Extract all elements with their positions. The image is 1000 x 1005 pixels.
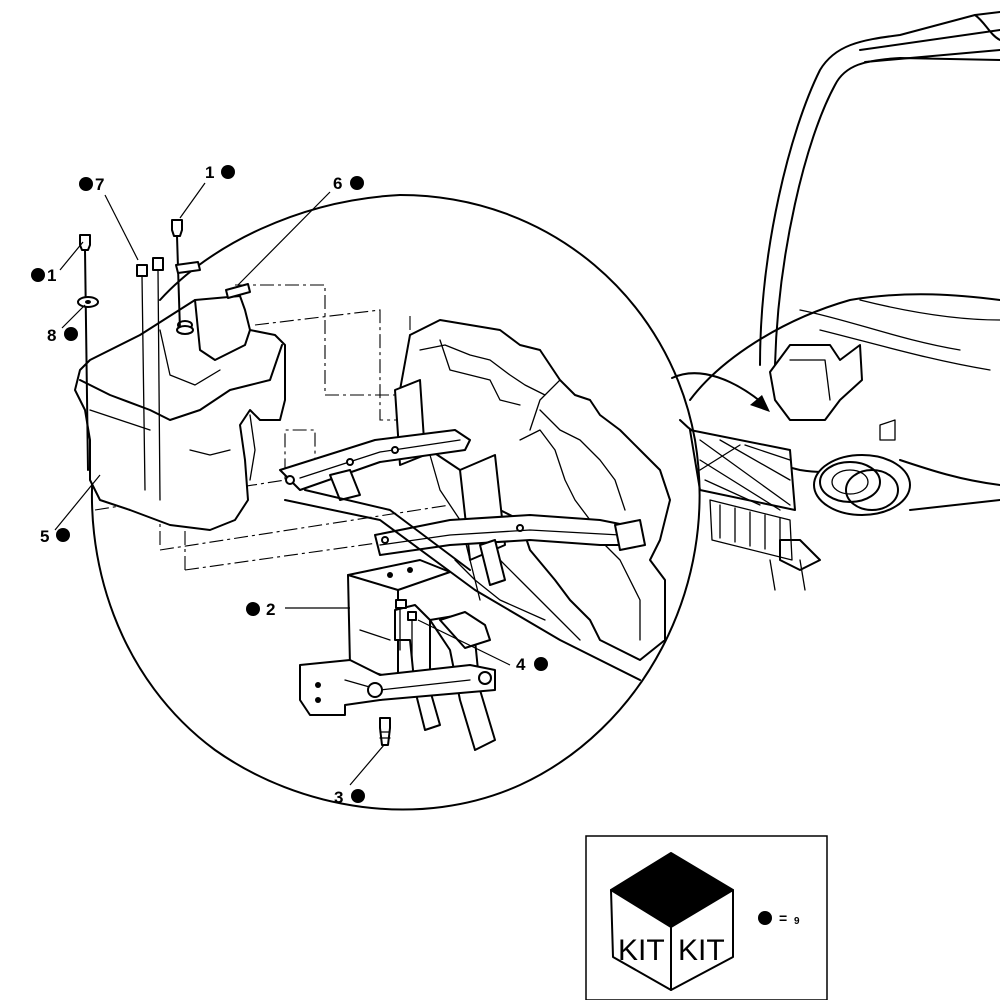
- callout-label: 4: [516, 655, 526, 674]
- kit-face-left-label: KIT: [618, 934, 665, 967]
- callout-2: 2: [246, 600, 275, 619]
- kit-bullet-icon: [758, 911, 772, 925]
- hardware-items: [77, 219, 251, 501]
- vehicle-front-illustration: [671, 11, 1000, 591]
- kit-bullet-icon: [221, 165, 235, 179]
- kit-bullet-icon: [79, 177, 93, 191]
- legend-equals-sign: =: [779, 910, 787, 926]
- kit-bullet-icon: [56, 528, 70, 542]
- kit-legend: KIT KIT = 9: [585, 835, 828, 1001]
- callout-label: 8: [47, 326, 56, 345]
- callout-4: 4: [516, 655, 548, 674]
- callout-label: 3: [334, 788, 343, 807]
- callout-1-top: 1: [205, 163, 235, 182]
- leader-lines: [54, 182, 511, 786]
- kit-face-right-label: KIT: [678, 934, 725, 967]
- callout-labels: 1 7 6 1 8 5 2 4: [31, 163, 548, 807]
- callout-label: 2: [266, 600, 275, 619]
- kit-bullet-icon: [246, 602, 260, 616]
- kit-bullet-icon: [534, 657, 548, 671]
- tub-container: [74, 295, 286, 531]
- callout-label: 1: [47, 266, 56, 285]
- support-bracket: [299, 559, 496, 751]
- legend-kit-number: 9: [794, 916, 800, 927]
- callout-5: 5: [40, 527, 70, 546]
- callout-label: 7: [95, 175, 104, 194]
- callout-7: 7: [79, 175, 104, 194]
- kit-bullet-icon: [350, 176, 364, 190]
- callout-label: 5: [40, 527, 49, 546]
- kit-bullet-icon: [351, 789, 365, 803]
- kit-box-icon: KIT KIT: [610, 852, 734, 991]
- callout-3: 3: [334, 788, 365, 807]
- callout-label: 1: [205, 163, 214, 182]
- callout-label: 6: [333, 174, 342, 193]
- kit-bullet-icon: [31, 268, 45, 282]
- detail-circle: [91, 194, 701, 811]
- frame-assembly: [279, 319, 671, 681]
- callout-8: 8: [47, 326, 78, 345]
- kit-bullet-icon: [64, 327, 78, 341]
- callout-1-left: 1: [31, 266, 56, 285]
- callout-6: 6: [333, 174, 364, 193]
